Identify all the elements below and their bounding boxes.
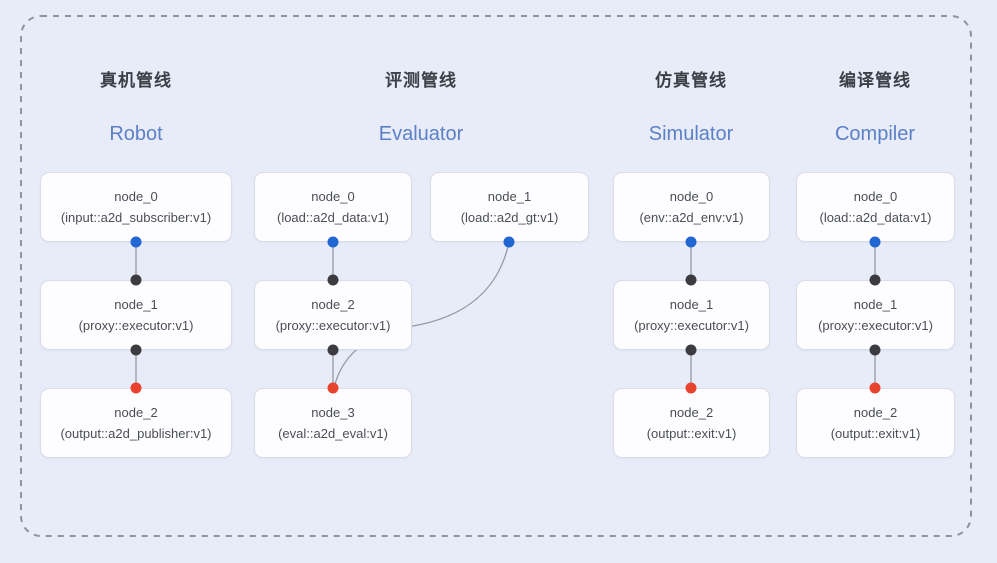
node-name: node_1 [853,297,898,312]
node-card-simulator-node1: node_1 (proxy::executor:v1) [613,280,770,350]
node-type: (proxy::executor:v1) [78,318,194,333]
node-card-simulator-node0: node_0 (env::a2d_env:v1) [613,172,770,242]
node-name: node_3 [311,405,355,420]
node-name: node_1 [669,297,714,312]
node-name: node_2 [853,405,898,420]
node-type: (output::exit:v1) [830,426,921,441]
node-card-robot-node0: node_0 (input::a2d_subscriber:v1) [40,172,232,242]
node-name: node_2 [311,297,355,312]
port-dot-blue [130,236,142,248]
port-dot-black [130,274,142,286]
port-dot-red [327,382,339,394]
port-dot-red [869,382,881,394]
node-card-evaluator-node1: node_1 (load::a2d_gt:v1) [430,172,589,242]
port-dot-black [327,344,339,356]
node-type: (load::a2d_data:v1) [276,210,390,225]
node-card-compiler-node2: node_2 (output::exit:v1) [796,388,955,458]
port-dot-blue [869,236,881,248]
node-name: node_0 [853,189,898,204]
port-dot-red [130,382,142,394]
node-card-robot-node1: node_1 (proxy::executor:v1) [40,280,232,350]
node-name: node_2 [114,405,158,420]
node-name: node_0 [114,189,158,204]
pipeline-title-zh-evaluator: 评测管线 [385,71,457,90]
port-dot-blue [685,236,697,248]
dashed-boundary [20,15,972,537]
node-card-simulator-node2: node_2 (output::exit:v1) [613,388,770,458]
pipeline-title-zh-compiler: 编译管线 [839,71,911,90]
node-type: (proxy::executor:v1) [634,318,749,333]
pipeline-subtitle-en-evaluator: Evaluator [378,123,464,145]
node-name: node_1 [114,297,158,312]
pipeline-title-zh-robot: 真机管线 [100,71,172,90]
node-card-evaluator-node3: node_3 (eval::a2d_eval:v1) [254,388,412,458]
node-card-compiler-node1: node_1 (proxy::executor:v1) [796,280,955,350]
node-type: (output::exit:v1) [646,426,737,441]
pipeline-subtitle-en-robot: Robot [109,123,163,145]
node-type: (load::a2d_gt:v1) [460,210,559,225]
port-dot-blue [503,236,515,248]
node-type: (proxy::executor:v1) [275,318,391,333]
node-card-evaluator-node2: node_2 (proxy::executor:v1) [254,280,412,350]
node-name: node_1 [487,189,532,204]
pipeline-title-zh-simulator: 仿真管线 [655,71,727,90]
node-type: (output::a2d_publisher:v1) [60,426,212,441]
port-dot-black [685,274,697,286]
node-type: (eval::a2d_eval:v1) [278,426,388,441]
node-card-evaluator-node0: node_0 (load::a2d_data:v1) [254,172,412,242]
node-type: (proxy::executor:v1) [818,318,933,333]
node-name: node_0 [669,189,714,204]
pipeline-subtitle-en-simulator: Simulator [648,123,734,145]
node-name: node_0 [311,189,355,204]
port-dot-blue [327,236,339,248]
node-type: (input::a2d_subscriber:v1) [60,210,212,225]
port-dot-black [869,274,881,286]
port-dot-black [685,344,697,356]
port-dot-black [130,344,142,356]
node-name: node_2 [669,405,714,420]
pipeline-subtitle-en-compiler: Compiler [834,123,916,145]
edge-evaluator-n1-n3 [333,241,510,389]
port-dot-black [869,344,881,356]
port-dot-red [685,382,697,394]
node-card-robot-node2: node_2 (output::a2d_publisher:v1) [40,388,232,458]
port-dot-black [327,274,339,286]
node-type: (load::a2d_data:v1) [819,210,932,225]
node-type: (env::a2d_env:v1) [639,210,744,225]
node-card-compiler-node0: node_0 (load::a2d_data:v1) [796,172,955,242]
